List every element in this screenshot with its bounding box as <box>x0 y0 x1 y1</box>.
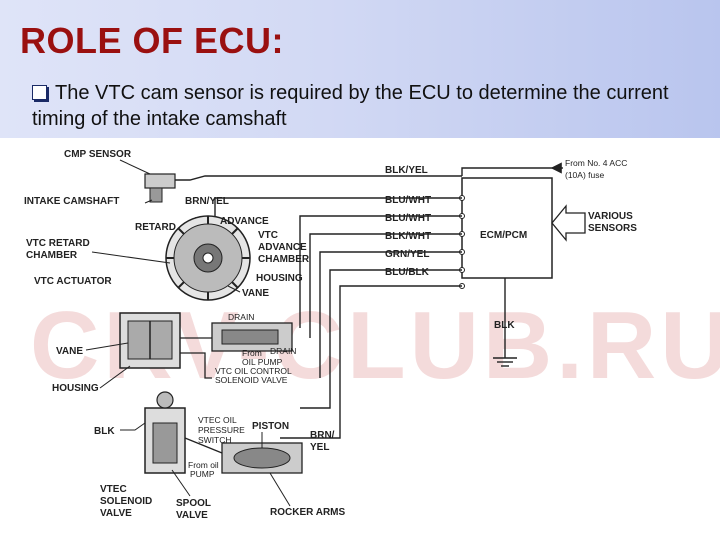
brn-yel-bottom-label-2: YEL <box>310 442 329 453</box>
wire-label-blu-blk: BLU/BLK <box>385 267 430 278</box>
from-oil-pump-label-1b: OIL PUMP <box>242 357 283 367</box>
ground-wire-label: BLK <box>494 320 515 331</box>
various-sensors-label-1: VARIOUS <box>588 211 633 222</box>
vane-label-left: VANE <box>56 346 83 357</box>
vtc-actuator-label: VTC ACTUATOR <box>34 276 112 287</box>
fuse-label-line-1: From No. 4 ACC <box>565 158 627 168</box>
vtec-pressure-label-2: PRESSURE <box>198 425 245 435</box>
spool-valve-label-1: SPOOL <box>176 498 211 509</box>
housing-label-top: HOUSING <box>256 273 303 284</box>
vtc-solenoid-label-1: VTC OIL CONTROL <box>215 366 292 376</box>
from-oil-pump-label-2b: PUMP <box>190 469 215 479</box>
from-oil-pump-label-1a: From <box>242 348 262 358</box>
wire-label-blk-wht: BLK/WHT <box>385 231 431 242</box>
cmp-sensor-body <box>144 173 176 189</box>
ecm-pcm-label: ECM/PCM <box>480 230 527 241</box>
drain-label-right: DRAIN <box>270 346 296 356</box>
brn-yel-label: BRN/YEL <box>185 196 229 207</box>
vtc-advance-chamber-label-1: VTC <box>258 230 278 241</box>
piston-label: PISTON <box>252 421 289 432</box>
various-sensors-label-2: SENSORS <box>588 223 637 234</box>
drain-label-top: DRAIN <box>228 312 254 322</box>
vtec-pressure-label-1: VTEC OIL <box>198 415 237 425</box>
ground-symbol-icon <box>493 357 517 367</box>
wire-label-blu-wht-2: BLU/WHT <box>385 213 431 224</box>
checkbox-bullet-icon <box>32 85 47 100</box>
vtec-solenoid-label-1: VTEC <box>100 484 127 495</box>
bullet-item: The VTC cam sensor is required by the EC… <box>32 80 712 132</box>
blk-label-left: BLK <box>94 426 115 437</box>
vtec-oil-pressure-switch <box>156 391 174 409</box>
vtc-advance-chamber-label-3: CHAMBER <box>258 254 310 265</box>
vtc-solenoid-label-2: SOLENOID VALVE <box>215 375 288 385</box>
diagram-canvas: CRV-CLUB.RU ECM/PCM BLK/YEL BLU/WHT BLU/… <box>24 149 720 521</box>
brn-yel-bottom-label-1: BRN/ <box>310 430 335 441</box>
vtc-system-diagram: CRV-CLUB.RU ECM/PCM BLK/YEL BLU/WHT BLU/… <box>0 138 720 540</box>
advance-label: ADVANCE <box>220 216 269 227</box>
fuse-label-line-2: (10A) fuse <box>565 170 604 180</box>
spool-valve-label-2: VALVE <box>176 510 208 521</box>
wire-label-blu-wht-1: BLU/WHT <box>385 195 431 206</box>
housing-label-left: HOUSING <box>52 383 99 394</box>
wire-label-grn-yel: GRN/YEL <box>385 249 429 260</box>
slide-header <box>0 0 720 138</box>
vtec-pressure-label-3: SWITCH <box>198 435 232 445</box>
vtc-retard-chamber-label-1: VTC RETARD <box>26 238 90 249</box>
bullet-text: The VTC cam sensor is required by the EC… <box>32 82 669 130</box>
ecm-pcm-box <box>461 177 553 279</box>
cmp-sensor-label: CMP SENSOR <box>64 149 132 160</box>
slide-title: ROLE OF ECU: <box>20 20 284 61</box>
retard-label: RETARD <box>135 222 176 233</box>
vane-label-top: VANE <box>242 288 269 299</box>
various-sensors-arrow-icon <box>551 204 586 242</box>
vtc-retard-chamber-label-2: CHAMBER <box>26 250 78 261</box>
vtc-advance-chamber-label-2: ADVANCE <box>258 242 307 253</box>
vtec-solenoid-label-3: VALVE <box>100 508 132 519</box>
wire-label-blk-yel: BLK/YEL <box>385 165 428 176</box>
from-oil-pump-label-2a: From oil <box>188 460 219 470</box>
intake-camshaft-label: INTAKE CAMSHAFT <box>24 196 119 207</box>
vtec-solenoid-label-2: SOLENOID <box>100 496 152 507</box>
rocker-arms-label: ROCKER ARMS <box>270 507 346 518</box>
